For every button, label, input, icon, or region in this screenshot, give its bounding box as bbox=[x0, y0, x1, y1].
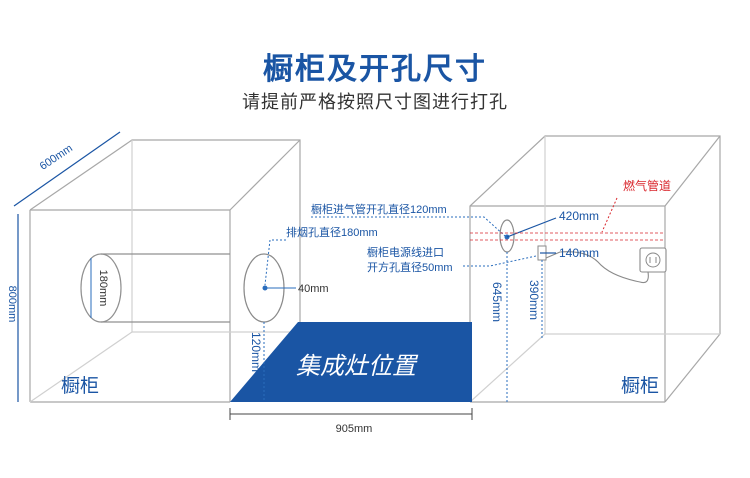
page-subtitle: 请提前严格按照尺寸图进行打孔 bbox=[242, 92, 508, 113]
gas-side-label: 420mm bbox=[559, 209, 599, 223]
power-socket bbox=[639, 247, 667, 273]
exhaust-diameter-label: 180mm bbox=[97, 270, 109, 307]
cabinet-right-label: 橱柜 bbox=[621, 375, 659, 397]
exhaust-offset-label: 40mm bbox=[298, 283, 329, 295]
exhaust-pipe bbox=[80, 253, 285, 323]
power-inlet-label-line1: 橱柜电源线进口 bbox=[367, 245, 444, 259]
right-cabinet bbox=[469, 135, 721, 403]
page-title: 橱柜及开孔尺寸 bbox=[263, 52, 487, 87]
cabinet-left-label: 橱柜 bbox=[61, 375, 99, 397]
stove-area-label: 集成灶位置 bbox=[296, 353, 419, 380]
gas-inlet-hole-label: 橱柜进气管开孔直径120mm bbox=[311, 202, 447, 216]
exhaust-hole-label: 排烟孔直径180mm bbox=[286, 225, 378, 239]
power-height-label: 390mm bbox=[527, 280, 541, 320]
left-cabinet bbox=[29, 139, 301, 403]
width-dim-label: 905mm bbox=[336, 423, 373, 435]
gas-pipe-label: 燃气管道 bbox=[623, 178, 671, 193]
stove-area bbox=[230, 322, 472, 402]
power-inlet-label-line2: 开方孔直径50mm bbox=[367, 260, 453, 274]
power-cable bbox=[545, 251, 649, 284]
height-dim-label: 800mm bbox=[6, 286, 18, 323]
gas-height-label: 645mm bbox=[490, 282, 504, 322]
depth-dim-label: 600mm bbox=[38, 142, 75, 172]
exhaust-height-label: 120mm bbox=[249, 332, 263, 372]
power-side-label: 140mm bbox=[559, 246, 599, 260]
depth-dim-line bbox=[13, 131, 121, 207]
